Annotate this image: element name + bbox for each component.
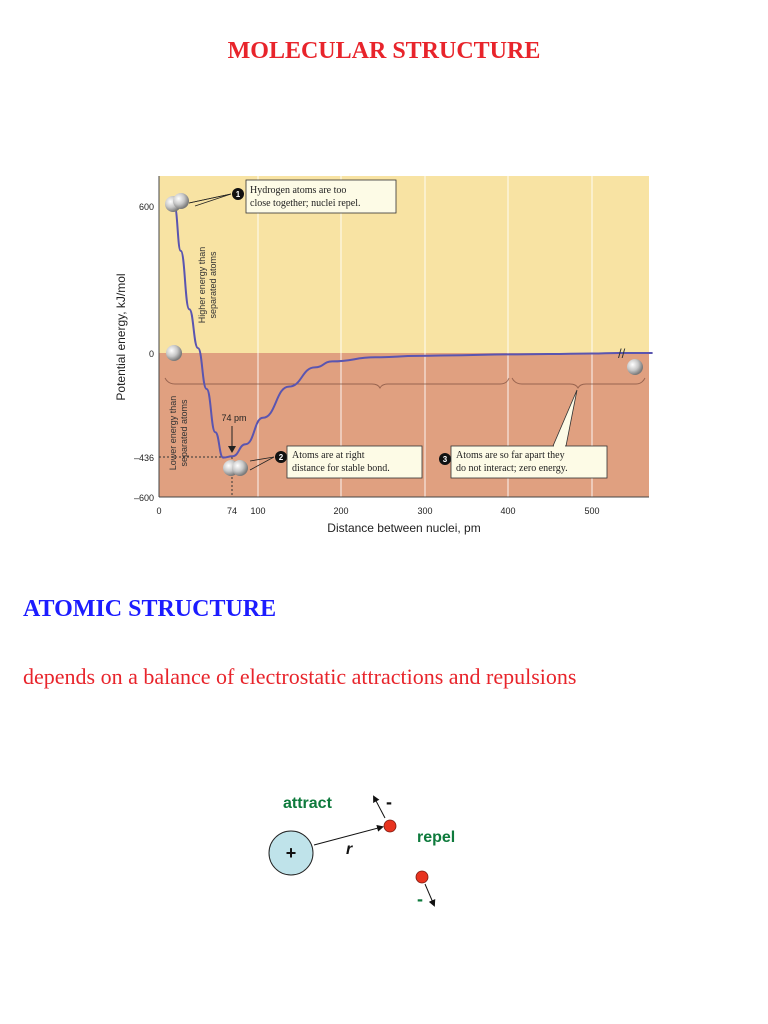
- electrostatic-diagram: attract repel + r - -: [268, 792, 455, 909]
- electron-2-charge: -: [417, 889, 423, 909]
- higher-energy-label-1: Higher energy than: [197, 247, 207, 324]
- x-tick-200: 200: [333, 506, 348, 516]
- y-tick-minus436: –436: [134, 453, 154, 463]
- balance-statement: depends on a balance of electrostatic at…: [23, 664, 577, 689]
- far-atom-icon: [627, 359, 643, 375]
- x-tick-500: 500: [584, 506, 599, 516]
- y-tick-labels: 600 0 –436 –600: [134, 202, 154, 503]
- electron-1-force-arrow: [373, 795, 386, 819]
- callout-2-line2: distance for stable bond.: [292, 463, 390, 474]
- y-tick-minus600: –600: [134, 493, 154, 503]
- electron-2: [415, 870, 429, 884]
- higher-energy-label-2: separated atoms: [208, 251, 218, 319]
- callout-2: 2 Atoms are at right distance for stable…: [249, 445, 423, 479]
- callout-1-num: 1: [236, 190, 241, 199]
- range-brace: [164, 377, 510, 390]
- higher-energy-region: [159, 176, 649, 353]
- y-tick-0: 0: [149, 349, 154, 359]
- callout-3-line2: do not interact; zero energy.: [456, 463, 568, 474]
- callout-2-line1: Atoms are at right: [292, 450, 365, 461]
- callout-3-box: [450, 445, 608, 479]
- axis-break-mark: //: [618, 346, 626, 361]
- distance-r-label: r: [346, 841, 353, 858]
- bond-length-arrowhead: [228, 446, 236, 453]
- callout-3-num: 3: [443, 455, 448, 464]
- electron-2-force-arrow: [424, 883, 436, 907]
- bond-length-label: 74 pm: [221, 413, 246, 423]
- nucleus-charge: +: [286, 843, 297, 863]
- electron-1-charge: -: [386, 792, 392, 812]
- callout-1-box: [245, 179, 397, 214]
- lower-energy-label-2: separated atoms: [179, 399, 189, 467]
- callout-2-box: [286, 445, 423, 479]
- x-tick-300: 300: [417, 506, 432, 516]
- x-tick-400: 400: [500, 506, 515, 516]
- repel-label: repel: [417, 829, 455, 846]
- lone-atom-icon: [166, 345, 182, 361]
- x-tick-74: 74: [227, 506, 237, 516]
- callout-3-line1: Atoms are so far apart they: [456, 450, 565, 461]
- lower-energy-label-1: Lower energy than: [168, 396, 178, 471]
- range-brace-2: [511, 377, 646, 390]
- callout-1: 1 Hydrogen atoms are too close together;…: [188, 179, 397, 214]
- attract-label: attract: [283, 795, 333, 812]
- page-title: MOLECULAR STRUCTURE: [227, 38, 541, 64]
- distance-r-arrow: [313, 824, 384, 846]
- y-tick-600: 600: [139, 202, 154, 212]
- potential-energy-curve: [173, 206, 653, 459]
- x-axis-title: Distance between nuclei, pm: [327, 521, 480, 535]
- callout-3-badge: [439, 453, 451, 465]
- atomic-structure-heading: ATOMIC STRUCTURE: [23, 596, 277, 622]
- x-tick-100: 100: [250, 506, 265, 516]
- potential-energy-chart: // 600 0 –436 –600 0 74 100 200 300 400 …: [114, 176, 653, 535]
- callout-2-badge: [275, 451, 287, 463]
- x-tick-0: 0: [156, 506, 161, 516]
- bonded-atoms-icon: [223, 460, 248, 476]
- callout-3: 3 Atoms are so far apart they do not int…: [439, 389, 608, 479]
- callout-1-badge: [232, 188, 244, 200]
- nucleus: [268, 830, 314, 876]
- callout-2-num: 2: [279, 453, 284, 462]
- close-atoms-icon: [165, 193, 189, 212]
- grid-lines: [257, 176, 593, 497]
- callout-1-line1: Hydrogen atoms are too: [250, 185, 346, 196]
- electron-1: [383, 819, 397, 833]
- y-axis-title: Potential energy, kJ/mol: [114, 273, 128, 400]
- callout-1-line2: close together; nuclei repel.: [250, 198, 361, 209]
- x-tick-labels: 0 74 100 200 300 400 500: [156, 506, 599, 516]
